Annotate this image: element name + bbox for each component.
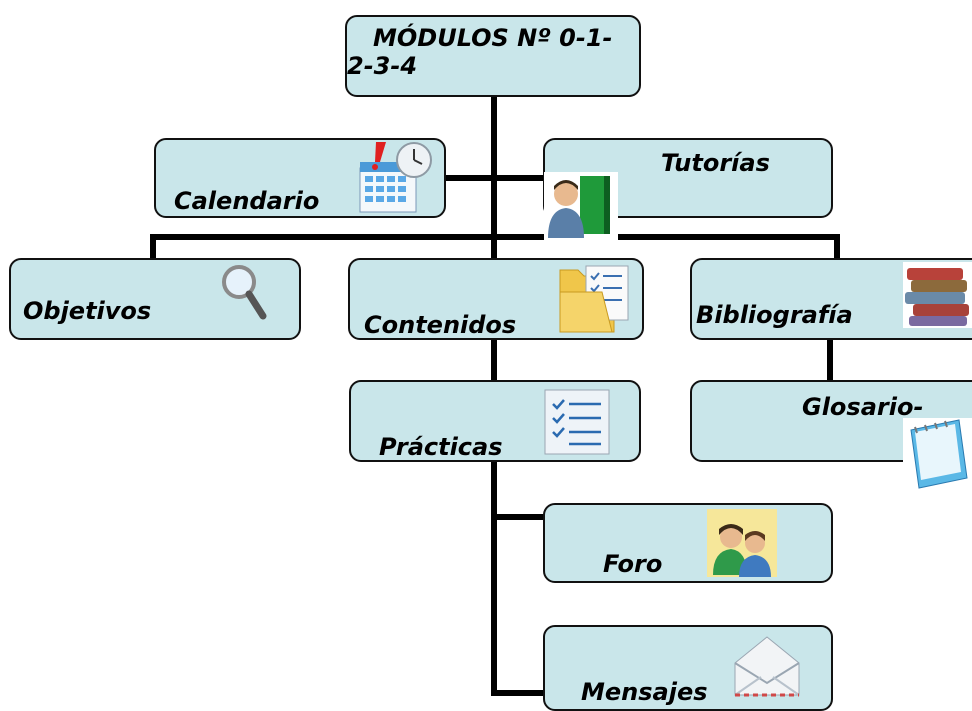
node-modulos-label-line1: MÓDULOS Nº 0-1- <box>373 24 613 52</box>
node-bibliografia-label: Bibliografía <box>696 301 853 329</box>
connector-objetivos <box>150 234 156 260</box>
envelope-icon <box>731 633 803 699</box>
node-mensajes-label: Mensajes <box>581 678 708 706</box>
books-stack-icon <box>903 262 972 328</box>
node-glosario-label: Glosario- <box>802 393 924 421</box>
tutor-book-icon <box>544 172 618 242</box>
node-objetivos-label: Objetivos <box>23 297 152 325</box>
checklist-icon <box>543 388 613 456</box>
folder-checklist-icon <box>556 262 634 336</box>
connector-foro <box>491 514 546 520</box>
connector-practicas-trunk <box>491 460 497 696</box>
calendar-clock-icon <box>358 140 436 216</box>
node-practicas[interactable]: Prácticas <box>349 380 641 462</box>
connector-bibliografia <box>834 234 840 260</box>
node-practicas-label: Prácticas <box>379 433 503 461</box>
node-objetivos[interactable]: Objetivos <box>9 258 301 340</box>
node-calendario[interactable]: Calendario <box>154 138 446 218</box>
node-foro-label: Foro <box>603 550 663 578</box>
connector-calendario-tutorias <box>445 175 545 181</box>
node-contenidos[interactable]: Contenidos <box>348 258 644 340</box>
magnifier-icon <box>219 262 267 320</box>
users-icon <box>705 507 779 579</box>
connector-mensajes <box>491 690 546 696</box>
node-tutorias[interactable]: Tutorías <box>543 138 833 218</box>
notepad-icon <box>903 418 972 490</box>
node-modulos-label-line2: 2-3-4 <box>347 52 418 80</box>
node-mensajes[interactable]: Mensajes <box>543 625 833 711</box>
node-modulos[interactable]: MÓDULOS Nº 0-1- 2-3-4 <box>345 15 641 97</box>
node-calendario-label: Calendario <box>174 187 320 215</box>
connector-bibliografia-glosario <box>827 340 833 382</box>
node-tutorias-label: Tutorías <box>661 149 770 177</box>
connector-contenidos-practicas <box>491 340 497 382</box>
node-contenidos-label: Contenidos <box>364 311 517 339</box>
connector-contenidos <box>491 234 497 260</box>
connector-trunk <box>491 95 497 245</box>
node-foro[interactable]: Foro <box>543 503 833 583</box>
